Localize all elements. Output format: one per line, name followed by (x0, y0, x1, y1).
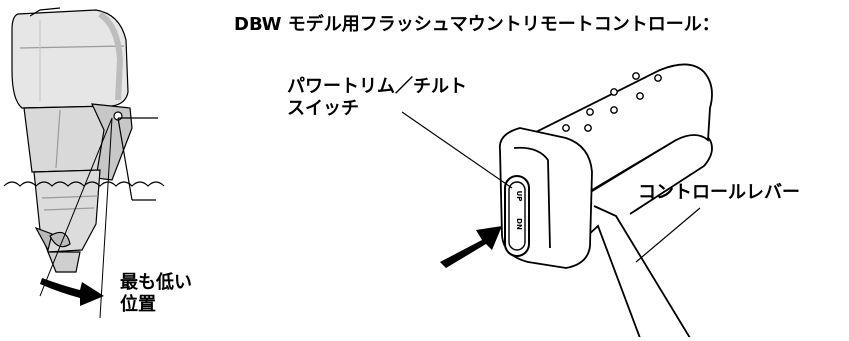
figure-title: DBW モデル用フラッシュマウントリモートコントロール： (234, 14, 720, 35)
lever-pointer-line (635, 207, 701, 263)
switch-pointer-line (401, 111, 513, 189)
switch-label-line2: スイッチ (287, 98, 359, 119)
switch-down-text: DN (515, 218, 523, 230)
outboard-engine-icon (11, 7, 133, 273)
tilt-down-arrow-icon (40, 278, 104, 306)
lowest-label-line2: 位置 (120, 294, 156, 315)
lowest-label-line1: 最も低い (120, 272, 192, 293)
handle-holes (562, 72, 662, 132)
push-arrow-icon (440, 226, 502, 268)
switch-label-line1: パワートリム／チルト (287, 76, 467, 97)
remote-control-icon (498, 63, 713, 339)
lever-label: コントロールレバー (638, 182, 800, 203)
switch-up-text: UP (515, 191, 523, 202)
lowest-position-label: 最も低い 位置 (120, 272, 192, 316)
water-line (3, 181, 165, 187)
switch-label: パワートリム／チルト スイッチ (287, 76, 467, 120)
